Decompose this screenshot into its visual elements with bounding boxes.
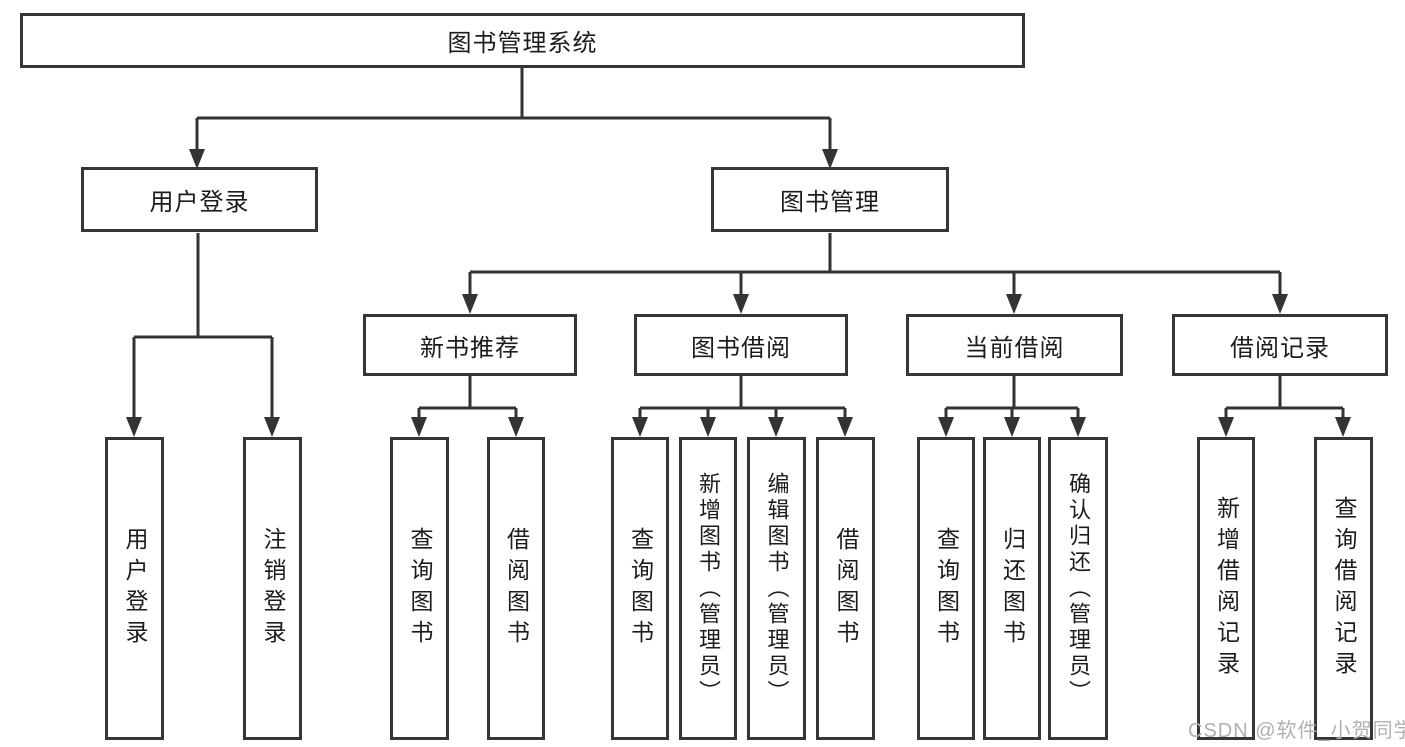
leaf-user-login-label: 用户登录 — [122, 526, 148, 651]
arrowhead — [1272, 294, 1288, 314]
leaf-borrow-books-borrowing: 借阅图书 — [816, 437, 875, 740]
arrowhead — [837, 417, 853, 437]
leaf-borrow-books-recommend: 借阅图书 — [487, 437, 545, 740]
arrowhead — [700, 417, 716, 437]
connector-management-to-level3 — [468, 233, 1282, 297]
arrowhead — [1218, 417, 1234, 437]
arrowhead — [1335, 417, 1351, 437]
node-root: 图书管理系统 — [20, 13, 1025, 68]
arrowhead — [822, 149, 838, 169]
leaf-add-borrow-record: 新增借阅记录 — [1197, 437, 1255, 740]
node-user-login-label: 用户登录 — [149, 189, 250, 216]
arrowhead — [189, 149, 205, 169]
leaf-query-books-current: 查询图书 — [917, 437, 975, 740]
arrowhead — [1070, 417, 1086, 437]
connector-current-to-leaves — [944, 376, 1080, 420]
node-new-book-recommendation-label: 新书推荐 — [420, 334, 520, 362]
node-root-label: 图书管理系统 — [447, 30, 598, 57]
leaf-logout: 注销登录 — [243, 437, 302, 740]
leaf-query-borrow-record: 查询借阅记录 — [1314, 437, 1373, 740]
leaf-return-books-label: 归还图书 — [999, 526, 1026, 651]
leaf-query-books-recommend: 查询图书 — [390, 437, 449, 740]
leaf-borrow-books-recommend-label: 借阅图书 — [503, 526, 530, 651]
node-book-borrowing: 图书借阅 — [634, 314, 848, 376]
node-current-borrowing: 当前借阅 — [906, 314, 1123, 376]
leaf-query-books-borrowing: 查询图书 — [611, 437, 669, 740]
leaf-logout-label: 注销登录 — [260, 526, 286, 651]
node-borrowing-records: 借阅记录 — [1172, 314, 1388, 376]
leaf-confirm-return-admin-label: 确认归还（管理员） — [1066, 471, 1091, 706]
connector-borrowing-to-leaves — [638, 376, 847, 420]
leaf-query-borrow-record-label: 查询借阅记录 — [1331, 495, 1357, 682]
arrowhead — [632, 417, 648, 437]
arrowhead — [1004, 417, 1020, 437]
arrowhead — [733, 294, 749, 314]
leaf-edit-books-admin: 编辑图书（管理员） — [747, 437, 806, 740]
leaf-query-books-recommend-label: 查询图书 — [407, 526, 433, 651]
arrowhead — [508, 417, 524, 437]
leaf-query-books-borrowing-label: 查询图书 — [627, 526, 654, 651]
arrowhead — [768, 417, 784, 437]
connector-login-to-leaves — [132, 233, 274, 420]
leaf-add-borrow-record-label: 新增借阅记录 — [1213, 495, 1240, 682]
leaf-confirm-return-admin: 确认归还（管理员） — [1048, 437, 1108, 740]
node-book-borrowing-label: 图书借阅 — [691, 334, 791, 362]
leaf-query-books-current-label: 查询图书 — [933, 526, 960, 651]
leaf-add-books-admin: 新增图书（管理员） — [679, 437, 737, 740]
arrowhead — [411, 417, 427, 437]
leaf-return-books: 归还图书 — [983, 437, 1041, 740]
connector-root-to-level2 — [195, 68, 832, 152]
leaf-borrow-books-borrowing-label: 借阅图书 — [833, 526, 859, 651]
arrowhead — [264, 417, 280, 437]
node-new-book-recommendation: 新书推荐 — [363, 314, 577, 376]
connector-newbook-to-leaves — [417, 376, 518, 420]
watermark: CSDN @软件_小贺同学 — [1188, 720, 1405, 742]
node-user-login: 用户登录 — [81, 167, 318, 232]
node-book-management: 图书管理 — [711, 167, 949, 232]
arrowhead — [1006, 294, 1022, 314]
node-current-borrowing-label: 当前借阅 — [964, 334, 1065, 362]
leaf-user-login: 用户登录 — [105, 437, 164, 740]
leaf-add-books-admin-label: 新增图书（管理员） — [696, 471, 721, 706]
arrowhead — [462, 294, 478, 314]
connector-records-to-leaves — [1224, 376, 1345, 420]
node-book-management-label: 图书管理 — [780, 189, 880, 216]
arrowhead — [126, 417, 142, 437]
arrowhead — [938, 417, 954, 437]
leaf-edit-books-admin-label: 编辑图书（管理员） — [764, 471, 790, 706]
node-borrowing-records-label: 借阅记录 — [1230, 334, 1330, 362]
